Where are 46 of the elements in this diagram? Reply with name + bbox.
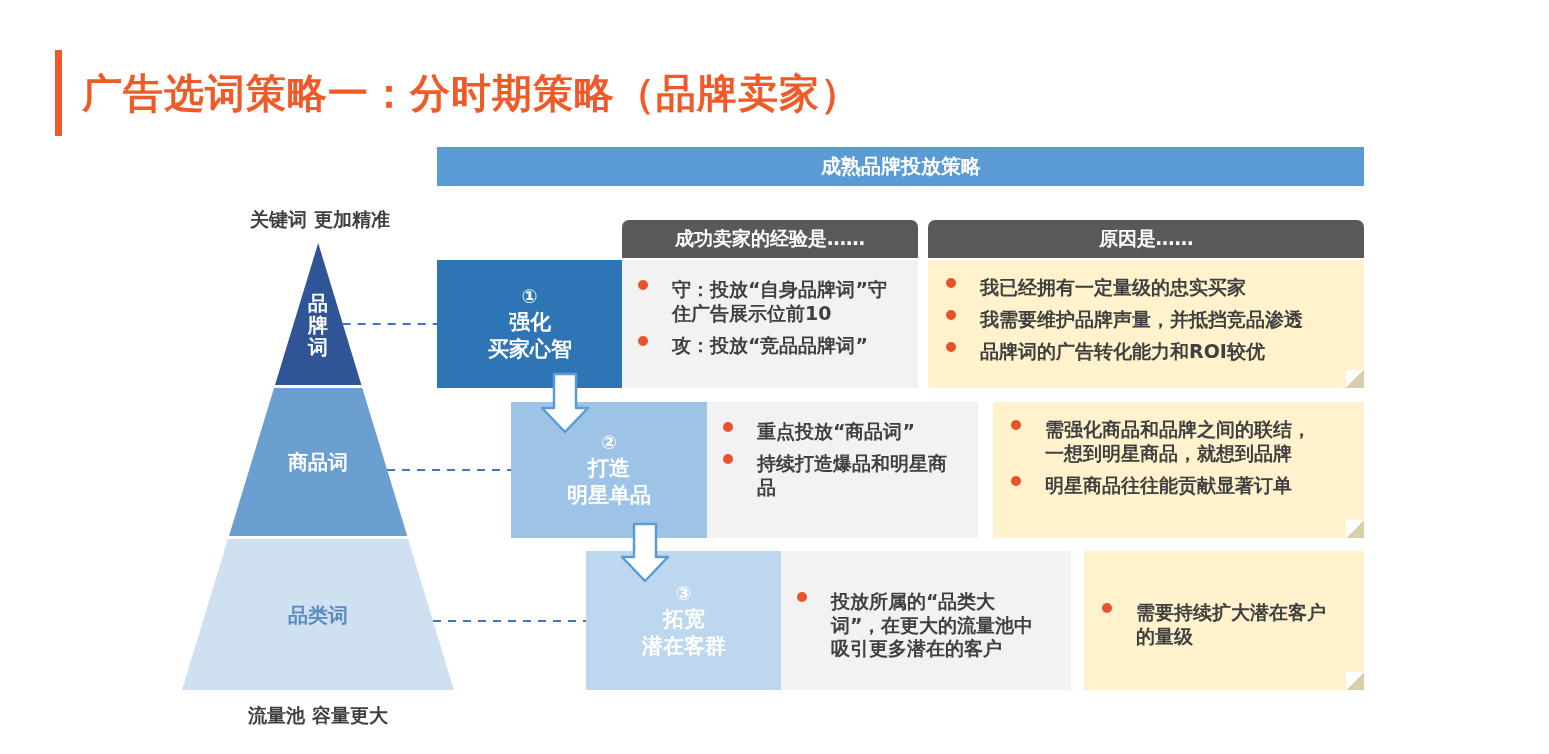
band-title: 成熟品牌投放策略 <box>820 153 981 180</box>
reason-note <box>928 260 1364 388</box>
bullet-text: 投放所属的“品类大词”，在更大的流量池中吸引更多潜在的客户 <box>831 589 1035 662</box>
tier-label: 品牌词 <box>308 292 328 359</box>
tier-label: 品类词 <box>288 603 348 626</box>
bullet-text: 持续打造爆品和明星商品 <box>757 451 948 500</box>
dashed-connector <box>341 323 438 325</box>
bullet-text: 需强化商品和品牌之间的联结，一想到明星商品，就想到品牌 <box>1045 418 1312 466</box>
bullet-text: 守：投放“自身品牌词”守住广告展示位前10 <box>672 278 888 326</box>
step-number: ② <box>600 430 618 456</box>
strategy-text: 强化 <box>508 309 551 337</box>
reason-note <box>993 402 1364 538</box>
bullet-text: 品牌词的广告转化能力和ROI较优 <box>980 339 1266 364</box>
experience-panel <box>781 551 1071 690</box>
bullet-text: 重点投放“商品词” <box>757 420 916 444</box>
header-title: 成功卖家的经验是…… <box>675 226 865 251</box>
bullet-text: 我需要维护品牌声量，并抵挡竞品渗透 <box>980 307 1304 332</box>
column-header <box>928 220 1364 258</box>
bullet-text: 攻：投放“竞品品牌词” <box>672 333 869 358</box>
experience-panel <box>622 260 918 388</box>
strategy-text: 潜在客群 <box>641 632 726 660</box>
strategy-box <box>586 551 781 690</box>
tier-label: 商品词 <box>288 451 348 473</box>
strategy-text: 拓宽 <box>662 605 705 633</box>
pyramid-caption: 关键词 更加精准 <box>250 207 390 232</box>
step-number: ① <box>521 284 538 310</box>
dashed-connector <box>386 469 512 471</box>
bullet-text: 需要持续扩大潜在客户的量级 <box>1136 600 1327 649</box>
block-arrow <box>620 522 670 583</box>
pyramid-caption: 流量池 容量更大 <box>248 703 388 728</box>
section-band <box>437 147 1364 186</box>
strategy-box <box>437 260 622 388</box>
experience-panel <box>707 402 978 538</box>
step-number: ③ <box>675 580 692 606</box>
header-title: 原因是…… <box>1098 226 1194 251</box>
bullet-text: 明星商品往往能贡献显著订单 <box>1045 473 1293 498</box>
strategy-text: 打造 <box>588 455 630 483</box>
column-header <box>622 220 918 258</box>
strategy-text: 明星单品 <box>567 482 651 510</box>
bullet-text: 我已经拥有一定量级的忠实买家 <box>980 276 1247 300</box>
strategy-text: 买家心智 <box>487 336 572 364</box>
slide-title: 广告选词策略一：分时期策略（品牌卖家） <box>82 69 861 118</box>
strategy-box <box>511 402 707 538</box>
dashed-connector <box>432 620 587 622</box>
reason-note <box>1084 551 1364 690</box>
block-arrow <box>540 372 590 434</box>
